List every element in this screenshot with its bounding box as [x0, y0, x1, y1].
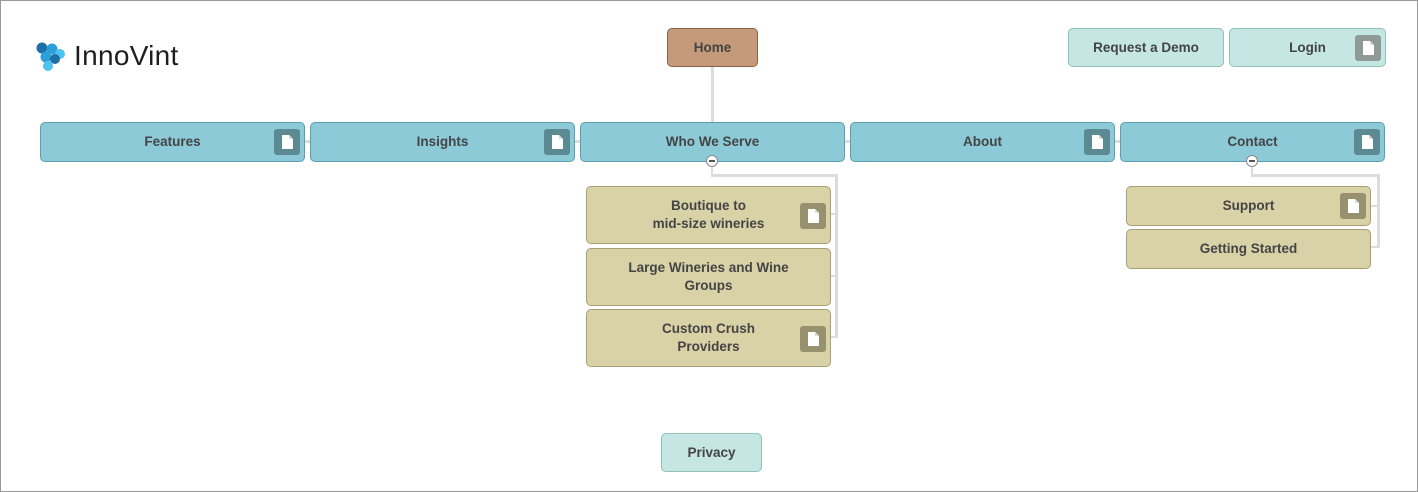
nav-insights[interactable]: Insights: [310, 122, 575, 162]
grape-cluster-icon: [36, 42, 65, 71]
page-icon: [1340, 193, 1366, 219]
connector-who-child-3: [829, 336, 837, 338]
request-demo-node[interactable]: Request a Demo: [1068, 28, 1224, 67]
who-child-large-wineries[interactable]: Large Wineries and Wine Groups: [586, 248, 831, 306]
connector-contact-vertical: [1377, 174, 1380, 248]
home-label: Home: [693, 39, 732, 55]
login-label: Login: [1289, 39, 1326, 55]
who-child-large-wineries-label: Large Wineries and Wine Groups: [628, 260, 789, 293]
nav-about-label: About: [963, 134, 1002, 149]
contact-child-getting-started-label: Getting Started: [1199, 241, 1298, 256]
who-child-custom-crush[interactable]: Custom Crush Providers: [586, 309, 831, 367]
page-icon: [800, 203, 826, 229]
connector-who-child-1: [829, 213, 837, 215]
page-icon: [1084, 129, 1110, 155]
privacy-label: Privacy: [687, 444, 736, 460]
page-icon: [274, 129, 300, 155]
home-node[interactable]: Home: [667, 28, 758, 67]
nav-contact-label: Contact: [1227, 134, 1278, 149]
privacy-node[interactable]: Privacy: [661, 433, 762, 472]
nav-features-label: Features: [144, 134, 201, 149]
connector-contact-child-2: [1369, 246, 1378, 248]
contact-child-support[interactable]: Support: [1126, 186, 1371, 226]
brand-logo[interactable]: InnoVint: [34, 40, 179, 72]
nav-features[interactable]: Features: [40, 122, 305, 162]
nav-about[interactable]: About: [850, 122, 1115, 162]
collapse-who-we-serve-icon[interactable]: [706, 155, 718, 167]
brand-name: InnoVint: [74, 40, 179, 71]
request-demo-label: Request a Demo: [1093, 39, 1199, 55]
connector-contact-child-1: [1369, 205, 1378, 207]
page-icon: [1354, 129, 1380, 155]
contact-child-support-label: Support: [1222, 198, 1275, 213]
who-child-boutique[interactable]: Boutique to mid-size wineries: [586, 186, 831, 244]
connector-who-child-2: [829, 275, 837, 277]
contact-child-getting-started[interactable]: Getting Started: [1126, 229, 1371, 269]
page-icon: [800, 326, 826, 352]
who-child-custom-crush-label: Custom Crush Providers: [661, 321, 755, 354]
page-icon: [544, 129, 570, 155]
connector-contact-down: [1251, 167, 1253, 175]
connector-contact-horizontal: [1251, 174, 1380, 177]
nav-who-we-serve-label: Who We Serve: [665, 134, 760, 149]
nav-contact[interactable]: Contact: [1120, 122, 1385, 162]
page-icon: [1355, 35, 1381, 61]
connector-who-down: [711, 167, 713, 175]
who-child-boutique-label: Boutique to mid-size wineries: [652, 198, 765, 231]
connector-who-vertical: [835, 174, 838, 338]
login-node[interactable]: Login: [1229, 28, 1386, 67]
connector-who-horizontal: [711, 174, 838, 177]
connector-home-to-nav: [711, 67, 714, 123]
nav-insights-label: Insights: [416, 134, 469, 149]
collapse-contact-icon[interactable]: [1246, 155, 1258, 167]
